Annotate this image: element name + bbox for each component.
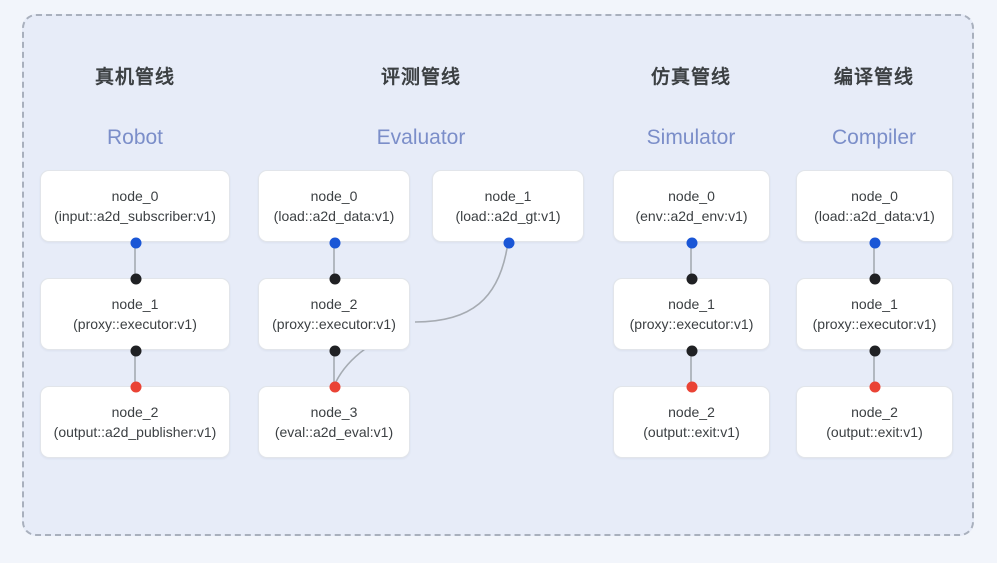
column-title-en-simulator: Simulator [646, 126, 736, 149]
node-evaluator-3[interactable]: node_3 (eval::a2d_eval:v1) [258, 381, 410, 458]
node-type: (proxy::executor:v1) [272, 316, 396, 332]
port-in-black[interactable] [329, 273, 341, 285]
column-title-cn-robot: 真机管线 [94, 67, 175, 88]
node-robot-1[interactable]: node_1 (proxy::executor:v1) [40, 273, 230, 357]
node-type: (proxy::executor:v1) [629, 316, 754, 332]
node-simulator-2[interactable]: node_2 (output::exit:v1) [613, 381, 770, 458]
column-title-en-evaluator: Evaluator [376, 126, 466, 149]
node-type: (eval::a2d_eval:v1) [274, 424, 394, 440]
node-type: (load::a2d_data:v1) [273, 208, 395, 224]
port-out-blue[interactable] [869, 237, 881, 249]
node-compiler-2[interactable]: node_2 (output::exit:v1) [796, 381, 953, 458]
port-in-red[interactable] [329, 381, 341, 393]
node-id: node_2 [851, 404, 898, 420]
node-type: (load::a2d_gt:v1) [455, 208, 561, 224]
node-compiler-0[interactable]: node_0 (load::a2d_data:v1) [796, 170, 953, 249]
port-in-black[interactable] [686, 273, 698, 285]
port-in-red[interactable] [869, 381, 881, 393]
node-id: node_2 [668, 404, 715, 420]
column-header-robot: 真机管线 Robot [15, 62, 255, 150]
node-id: node_0 [668, 188, 715, 204]
port-out-blue[interactable] [329, 237, 341, 249]
node-id: node_2 [310, 296, 358, 312]
node-type: (output::a2d_publisher:v1) [53, 424, 217, 440]
port-out-black[interactable] [130, 345, 142, 357]
port-out-blue[interactable] [503, 237, 515, 249]
node-type: (proxy::executor:v1) [73, 316, 197, 332]
port-in-red[interactable] [130, 381, 142, 393]
column-title-cn-compiler: 编译管线 [833, 67, 914, 88]
column-title-cn-evaluator: 评测管线 [380, 67, 461, 88]
node-id: node_0 [310, 188, 358, 204]
node-robot-0[interactable]: node_0 (input::a2d_subscriber:v1) [40, 170, 230, 249]
node-id: node_0 [111, 188, 159, 204]
node-id: node_2 [111, 404, 159, 420]
node-compiler-1[interactable]: node_1 (proxy::executor:v1) [796, 273, 953, 357]
column-title-cn-simulator: 仿真管线 [650, 67, 731, 88]
node-id: node_1 [668, 296, 715, 312]
node-type: (proxy::executor:v1) [812, 316, 937, 332]
column-header-simulator: 仿真管线 Simulator [571, 62, 811, 150]
node-evaluator-1[interactable]: node_1 (load::a2d_gt:v1) [432, 170, 584, 249]
node-evaluator-2[interactable]: node_2 (proxy::executor:v1) [258, 273, 410, 357]
port-in-black[interactable] [130, 273, 142, 285]
node-type: (load::a2d_data:v1) [814, 208, 935, 224]
node-id: node_1 [851, 296, 898, 312]
port-out-black[interactable] [686, 345, 698, 357]
node-type: (input::a2d_subscriber:v1) [54, 208, 216, 224]
node-id: node_1 [111, 296, 159, 312]
column-header-evaluator: 评测管线 Evaluator [301, 62, 541, 150]
node-evaluator-0[interactable]: node_0 (load::a2d_data:v1) [258, 170, 410, 249]
node-type: (output::exit:v1) [826, 424, 923, 440]
port-out-blue[interactable] [130, 237, 142, 249]
column-title-en-compiler: Compiler [831, 126, 917, 149]
port-in-red[interactable] [686, 381, 698, 393]
node-id: node_3 [310, 404, 358, 420]
column-header-compiler: 编译管线 Compiler [754, 62, 994, 150]
node-id: node_1 [484, 188, 532, 204]
port-out-blue[interactable] [686, 237, 698, 249]
port-in-black[interactable] [869, 273, 881, 285]
node-id: node_0 [851, 188, 898, 204]
node-type: (output::exit:v1) [643, 424, 740, 440]
port-out-black[interactable] [869, 345, 881, 357]
column-title-en-robot: Robot [106, 126, 164, 149]
node-simulator-0[interactable]: node_0 (env::a2d_env:v1) [613, 170, 770, 249]
node-simulator-1[interactable]: node_1 (proxy::executor:v1) [613, 273, 770, 357]
port-out-black[interactable] [329, 345, 341, 357]
node-type: (env::a2d_env:v1) [635, 208, 748, 224]
node-robot-2[interactable]: node_2 (output::a2d_publisher:v1) [40, 381, 230, 458]
